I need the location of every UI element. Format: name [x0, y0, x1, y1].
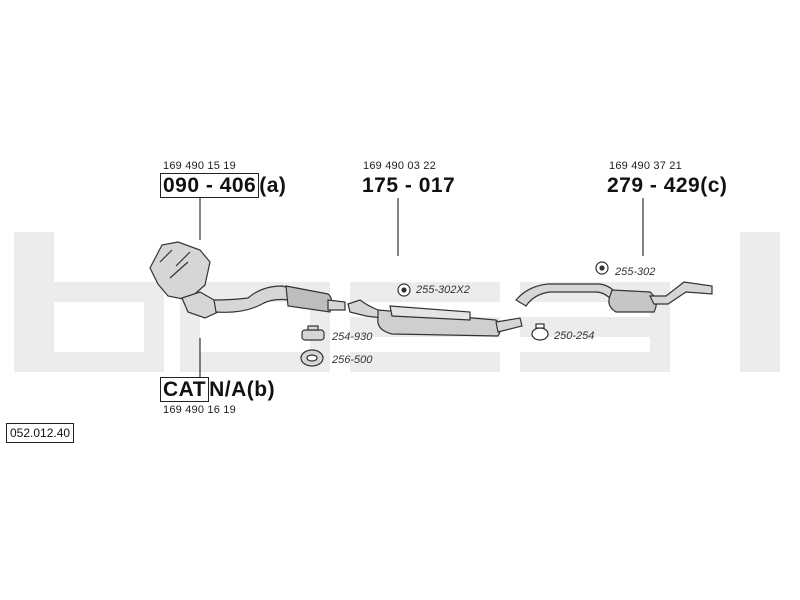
part-suffix-rear: (c)	[700, 174, 728, 197]
part-number-front[interactable]: 090 - 406	[160, 173, 260, 198]
oem-number-middle: 169 490 03 22	[363, 160, 436, 172]
part-label-rear: 279 - 429(c)	[607, 174, 727, 198]
rubber-hanger-icon	[397, 283, 411, 297]
gasket-ring-icon	[300, 349, 324, 367]
part-number-cat[interactable]: CAT	[160, 377, 210, 402]
ref-hanger-mid[interactable]: 255-302X2	[416, 284, 470, 296]
clamp-icon	[531, 323, 549, 341]
rubber-hanger-icon	[595, 261, 609, 275]
ref-ring-gasket[interactable]: 256-500	[332, 354, 373, 366]
part-number-rear[interactable]: 279 - 429	[607, 174, 701, 197]
part-suffix-front: (a)	[259, 174, 287, 197]
ref-clamp-gasket[interactable]: 254-930	[332, 331, 373, 343]
ref-clamp-mid[interactable]: 250-254	[554, 330, 595, 342]
clamp-icon	[301, 325, 325, 341]
part-suffix-cat: N/A(b)	[209, 378, 276, 401]
rear-pipe-silencer	[515, 281, 713, 313]
ref-hanger-rear[interactable]: 255-302	[615, 266, 656, 278]
oem-number-rear: 169 490 37 21	[609, 160, 682, 172]
part-number-middle[interactable]: 175 - 017	[362, 174, 456, 197]
oem-number-cat: 169 490 16 19	[163, 404, 236, 416]
leader-lines	[199, 198, 644, 378]
oem-number-front: 169 490 15 19	[163, 160, 236, 172]
diagram-number: 052.012.40	[6, 423, 75, 443]
front-pipe-with-cat	[149, 241, 346, 319]
part-label-middle: 175 - 017	[362, 174, 455, 198]
part-label-front: 090 - 406(a)	[160, 173, 287, 198]
middle-silencer	[347, 299, 523, 337]
